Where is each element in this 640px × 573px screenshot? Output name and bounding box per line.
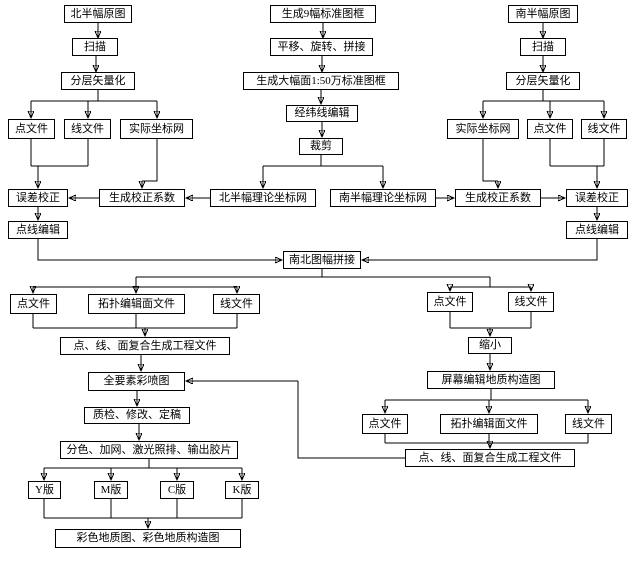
node-screen-edit: 屏幕编辑地质构造图 — [427, 371, 555, 389]
node-point-file-r1: 点文件 — [527, 119, 573, 139]
node-topo-face-right: 拓扑编辑面文件 — [440, 414, 538, 434]
node-vectorize-left: 分层矢量化 — [61, 72, 135, 90]
node-error-correct-left: 误差校正 — [8, 189, 68, 207]
node-ptline-edit-right: 点线编辑 — [566, 221, 628, 239]
node-line-file-r2: 线文件 — [508, 292, 554, 312]
node-south-theory-grid: 南半幅理论坐标网 — [330, 189, 436, 207]
node-line-file-r3: 线文件 — [565, 414, 612, 434]
node-gen-coeff-right: 生成校正系数 — [455, 189, 541, 207]
node-separation: 分色、加网、激光照排、输出胶片 — [60, 441, 238, 459]
node-actual-grid-left: 实际坐标网 — [120, 119, 193, 139]
node-gen-coeff-left: 生成校正系数 — [99, 189, 185, 207]
node-scan-right: 扫描 — [520, 38, 566, 56]
node-merge: 南北图幅拼接 — [283, 251, 361, 269]
node-composite-right: 点、线、面复合生成工程文件 — [405, 449, 575, 467]
node-line-file-l2: 线文件 — [213, 294, 260, 314]
node-transform: 平移、旋转、拼接 — [270, 38, 373, 56]
node-plate-c: C版 — [160, 481, 194, 499]
node-scan-left: 扫描 — [72, 38, 118, 56]
node-ptline-edit-left: 点线编辑 — [8, 221, 68, 239]
node-plate-y: Y版 — [28, 481, 61, 499]
node-plate-k: K版 — [225, 481, 259, 499]
node-point-file-r3: 点文件 — [362, 414, 408, 434]
node-point-file-l1: 点文件 — [8, 119, 55, 139]
node-north-original: 北半幅原图 — [64, 5, 132, 23]
node-plate-m: M版 — [94, 481, 128, 499]
node-south-original: 南半幅原图 — [508, 5, 578, 23]
node-frame9: 生成9幅标准图框 — [270, 5, 376, 23]
node-line-file-r1: 线文件 — [581, 119, 627, 139]
node-point-file-l2: 点文件 — [10, 294, 57, 314]
node-shrink: 缩小 — [468, 337, 512, 354]
node-topo-face-left: 拓扑编辑面文件 — [88, 294, 185, 314]
node-north-theory-grid: 北半幅理论坐标网 — [210, 189, 316, 207]
connector-arrows — [31, 23, 604, 527]
node-final-maps: 彩色地质图、彩色地质构造图 — [55, 529, 241, 548]
node-vectorize-right: 分层矢量化 — [506, 72, 580, 90]
node-latlong-edit: 经纬线编辑 — [286, 105, 358, 122]
node-actual-grid-right: 实际坐标网 — [447, 119, 519, 139]
node-crop: 裁剪 — [299, 138, 343, 155]
node-color-print: 全要素彩喷图 — [88, 372, 185, 391]
node-line-file-l1: 线文件 — [64, 119, 111, 139]
arrow — [37, 239, 281, 260]
arrow — [363, 239, 598, 260]
node-qc: 质检、修改、定稿 — [84, 407, 190, 424]
node-error-correct-right: 误差校正 — [566, 189, 628, 207]
node-big-frame: 生成大幅面1:50万标准图框 — [243, 72, 399, 90]
node-point-file-r2: 点文件 — [427, 292, 473, 312]
node-composite-left: 点、线、面复合生成工程文件 — [60, 337, 230, 355]
